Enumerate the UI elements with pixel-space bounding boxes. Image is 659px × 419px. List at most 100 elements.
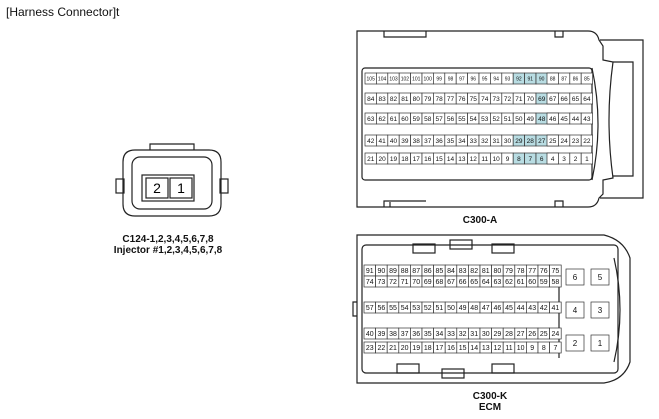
c124-pin-2-box — [145, 177, 169, 199]
c300k-side-curve — [613, 257, 621, 363]
c300a-pin-80: 80 — [413, 96, 421, 103]
c300k-pin-38: 38 — [389, 331, 397, 338]
c300k-pin-7: 7 — [553, 345, 557, 352]
c300k-pin-41: 41 — [552, 305, 560, 312]
c300k-pin-14: 14 — [470, 345, 478, 352]
c300k-pin-7-box — [549, 341, 562, 354]
c300a-pin-52: 52 — [492, 116, 500, 123]
c300k-pin-33: 33 — [447, 331, 455, 338]
c300a-pin-1: 1 — [585, 156, 589, 163]
c300k-pin-43: 43 — [528, 305, 536, 312]
c300a-bottom-notch — [383, 200, 564, 207]
c300k-top-latch-3 — [491, 243, 515, 254]
c300a-pin-81: 81 — [401, 96, 409, 103]
c300a-pin-37: 37 — [424, 138, 432, 145]
c300a-pin-66: 66 — [560, 96, 568, 103]
c300k-pin-56: 56 — [378, 305, 386, 312]
c300k-pin-82: 82 — [470, 268, 478, 275]
c300k-caption: C300-K ECM — [450, 391, 530, 413]
c300a-pin-57: 57 — [435, 116, 443, 123]
c124-left-tab — [115, 178, 125, 194]
c300k-pin-86: 86 — [424, 268, 432, 275]
c300a-top-notch — [383, 31, 564, 38]
c300k-pin-50: 50 — [447, 305, 455, 312]
c300k-pin-40: 40 — [366, 331, 374, 338]
c124-caption-line2: Injector #1,2,3,4,5,6,7,8 — [113, 245, 223, 256]
c300k-pin-35: 35 — [424, 331, 432, 338]
c300k-pin-63: 63 — [494, 279, 502, 286]
c300k-bottom-latch-3 — [491, 363, 515, 374]
c300k-left-key — [352, 301, 357, 317]
c300a-outline — [356, 30, 614, 208]
c300k-pin-2: 2 — [573, 339, 578, 348]
c300k-pin-22: 22 — [378, 345, 386, 352]
c300a-pin-33: 33 — [470, 138, 478, 145]
c300a-pin-14: 14 — [447, 156, 455, 163]
c300k-pin-87: 87 — [412, 268, 420, 275]
c300a-pin-78: 78 — [435, 96, 443, 103]
c300a-pin-59: 59 — [413, 116, 421, 123]
c300a-pin-85-box — [580, 72, 593, 85]
c300a-pin-12: 12 — [470, 156, 478, 163]
c300a-pin-48: 48 — [538, 116, 546, 123]
c300a-caption: C300-A — [462, 215, 498, 226]
c300a-pin-29: 29 — [515, 138, 523, 145]
c300a-pin-85: 85 — [584, 76, 590, 82]
c300a-pin-96: 96 — [471, 76, 477, 82]
c300k-pin-49: 49 — [459, 305, 467, 312]
c300a-pin-49: 49 — [527, 116, 535, 123]
c300k-pin-54: 54 — [401, 305, 409, 312]
c300k-pin-83: 83 — [459, 268, 467, 275]
c300k-pin-20: 20 — [401, 345, 409, 352]
c300a-pin-19: 19 — [390, 156, 398, 163]
c300a-pin-39: 39 — [401, 138, 409, 145]
c300a-pin-3: 3 — [562, 156, 566, 163]
c300a-pin-42: 42 — [367, 138, 375, 145]
c300k-pin-24: 24 — [552, 331, 560, 338]
c300k-pin-25: 25 — [540, 331, 548, 338]
c300k-pin-31: 31 — [470, 331, 478, 338]
c300a-pin-87: 87 — [561, 76, 567, 82]
c300a-pin-55: 55 — [458, 116, 466, 123]
c300k-pin-52: 52 — [424, 305, 432, 312]
c300k-pin-89: 89 — [389, 268, 397, 275]
c300k-pin-18: 18 — [424, 345, 432, 352]
c300a-pin-88: 88 — [550, 76, 556, 82]
c300a-pin-23: 23 — [572, 138, 580, 145]
c300a-pin-84: 84 — [367, 96, 375, 103]
c300k-pin-12: 12 — [494, 345, 502, 352]
c300k-pin-64: 64 — [482, 279, 490, 286]
c300a-pin-64-box — [580, 92, 593, 105]
c300k-pin-30: 30 — [482, 331, 490, 338]
c300a-pin-36: 36 — [435, 138, 443, 145]
c300k-pin-47: 47 — [482, 305, 490, 312]
c300k-pin-46: 46 — [494, 305, 502, 312]
c300a-pin-83: 83 — [378, 96, 386, 103]
c300a-pin-46: 46 — [549, 116, 557, 123]
c300a-field-curve — [591, 67, 599, 181]
c300k-pin-32: 32 — [459, 331, 467, 338]
c300k-pin-62: 62 — [505, 279, 513, 286]
c300a-pin-60: 60 — [401, 116, 409, 123]
c300a-pin-76: 76 — [458, 96, 466, 103]
c300a-pin-56: 56 — [447, 116, 455, 123]
c300k-pin-27: 27 — [517, 331, 525, 338]
c300a-pin-63: 63 — [367, 116, 375, 123]
c300k-pin-44: 44 — [517, 305, 525, 312]
c300a-pin-90: 90 — [539, 76, 545, 82]
c300a-pin-2: 2 — [574, 156, 578, 163]
c300k-pin-39: 39 — [378, 331, 386, 338]
c300k-top-latch-1 — [412, 243, 436, 254]
section-header: [Harness Connector]t — [6, 5, 120, 19]
c300k-pin-3: 3 — [598, 306, 603, 315]
c300k-pin-53: 53 — [412, 305, 420, 312]
c300a-pin-95: 95 — [482, 76, 488, 82]
c300a-pin-65: 65 — [572, 96, 580, 103]
c300k-pin-29: 29 — [494, 331, 502, 338]
c300a-pin-28: 28 — [527, 138, 535, 145]
c300k-pin-78: 78 — [517, 268, 525, 275]
c300a-pin-50: 50 — [515, 116, 523, 123]
c300a-pin-1-box — [580, 152, 593, 165]
c300k-pin-5: 5 — [598, 273, 603, 282]
